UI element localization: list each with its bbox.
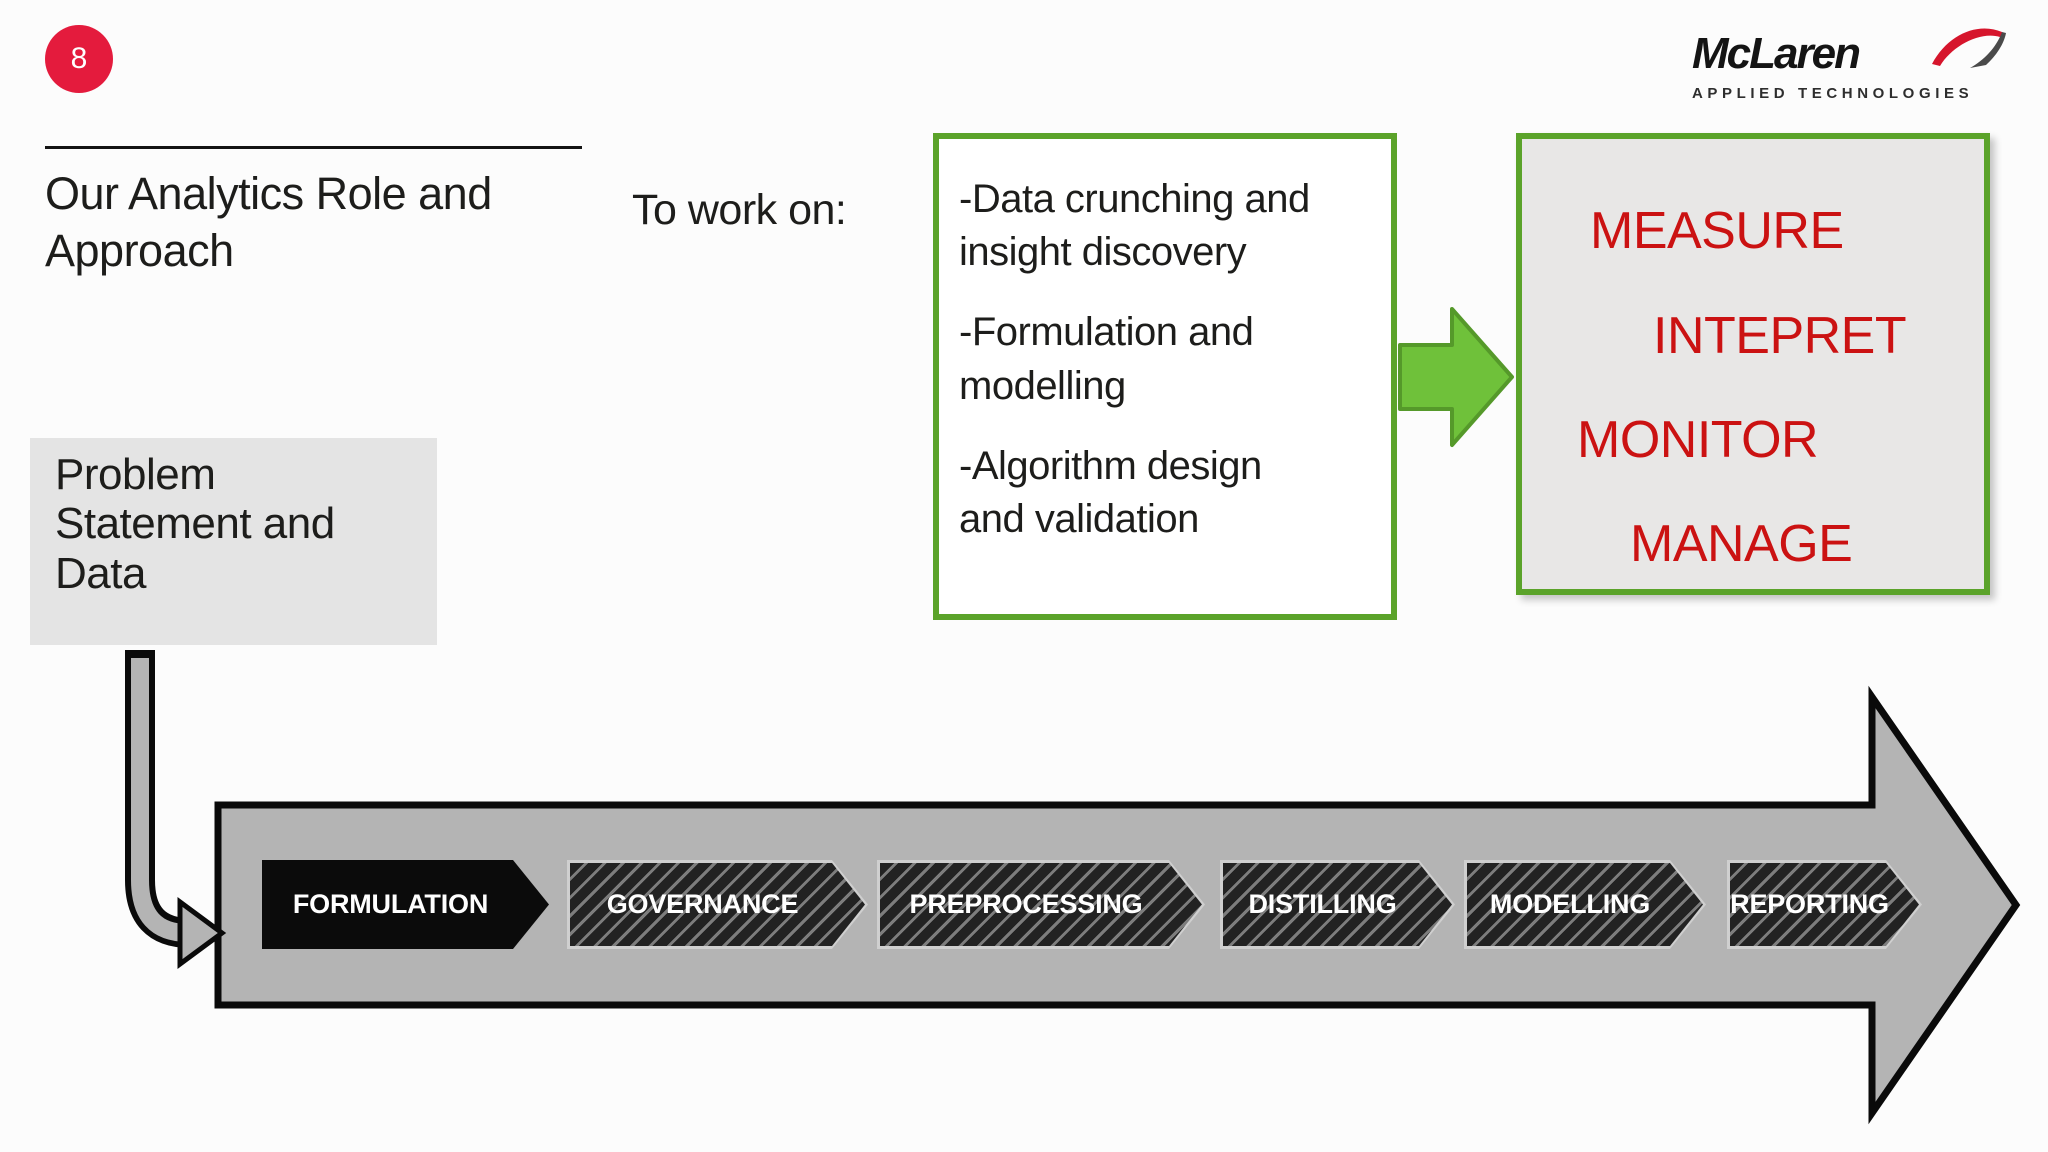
pipeline-stage-governance: GOVERNANCE: [567, 860, 868, 949]
logo-swoosh-icon: [1932, 28, 2006, 68]
stage-label: DISTILLING: [1248, 889, 1397, 919]
title-divider: [45, 146, 582, 149]
mclaren-logo: McLaren APPLIED TECHNOLOGIES: [1692, 28, 2006, 102]
pipeline-stage-reporting: REPORTING: [1727, 860, 1922, 949]
stage-label: REPORTING: [1730, 889, 1889, 919]
pipeline-stage-modelling: MODELLING: [1464, 860, 1706, 949]
page-number: 8: [70, 42, 88, 75]
outcome-label: INTEPRET: [1653, 307, 1907, 365]
stage-label: GOVERNANCE: [606, 889, 799, 919]
stage-label: MODELLING: [1489, 889, 1651, 919]
problem-box: Problem Statement and Data: [30, 438, 437, 645]
work-item: -Algorithm design and validation: [959, 443, 1262, 541]
page-number-badge: 8: [45, 25, 113, 93]
stage-label: FORMULATION: [292, 889, 489, 919]
logo-brand-text: McLaren: [1692, 29, 1861, 78]
work-items-box: -Data crunching and insight discovery -F…: [933, 133, 1397, 620]
pipeline-stage-distilling: DISTILLING: [1220, 860, 1455, 949]
pipeline-stage-preprocessing: PREPROCESSING: [877, 860, 1205, 949]
stage-label: PREPROCESSING: [909, 889, 1143, 919]
outcome-label: MANAGE: [1630, 515, 1853, 573]
pipeline-stage-formulation: FORMULATION: [262, 860, 549, 949]
lead-in-text: To work on:: [632, 186, 847, 234]
outcome-label: MONITOR: [1577, 411, 1819, 469]
page-title: Our Analytics Role and Approach: [45, 168, 492, 277]
work-item: -Data crunching and insight discovery: [959, 177, 1310, 275]
logo-wordmark: McLaren: [1692, 28, 2006, 82]
outcome-label: MEASURE: [1590, 202, 1844, 260]
outcomes-box: MEASURE INTEPRET MONITOR MANAGE: [1516, 133, 1990, 595]
logo-subtitle: APPLIED TECHNOLOGIES: [1692, 85, 1974, 102]
work-item: -Formulation and modelling: [959, 310, 1254, 408]
